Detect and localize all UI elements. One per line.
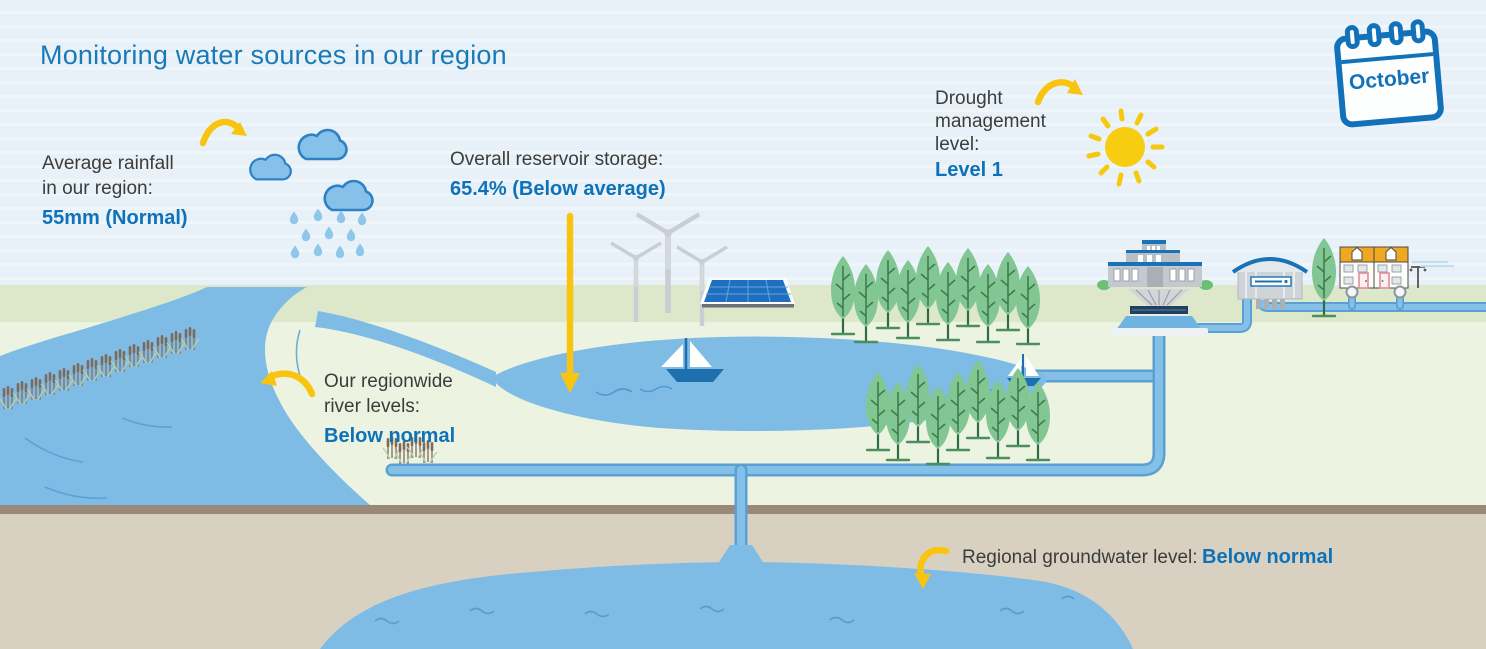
river-label: Our regionwide xyxy=(324,371,453,392)
groundwater-aquifer xyxy=(320,545,1133,649)
annotation-arrows xyxy=(199,79,1083,589)
calendar-icon: October xyxy=(1333,18,1445,129)
groundwater-arrow xyxy=(917,547,950,581)
river-callout: Our regionwide river levels: Below norma… xyxy=(324,371,456,447)
reservoir-callout: Overall reservoir storage: 65.4% (Below … xyxy=(450,147,666,202)
groundwater-callout: Regional groundwater level: Below normal xyxy=(962,545,1333,570)
houses xyxy=(1310,236,1454,318)
groundwater-value: Below normal xyxy=(1202,546,1334,568)
rain-cloud-icons xyxy=(249,128,374,259)
river-arrow xyxy=(266,370,316,398)
rainfall-arrow xyxy=(199,118,241,147)
calendar-ring xyxy=(1366,22,1383,48)
front-doors xyxy=(1358,272,1390,289)
solar-panel-icon xyxy=(700,278,795,308)
river-shape xyxy=(0,287,496,505)
rainfall-callout: Average rainfall in our region: 55mm (No… xyxy=(42,153,188,229)
drought-value: Level 1 xyxy=(935,159,1003,181)
calendar-month: October xyxy=(1348,64,1431,95)
calendar-ring xyxy=(1388,20,1405,46)
wind-turbine-icons xyxy=(611,214,727,326)
sailboat-large xyxy=(639,338,724,393)
street-lamp-icon xyxy=(1409,266,1427,288)
water-treatment-works xyxy=(1097,240,1213,336)
dormer-windows xyxy=(1351,246,1397,261)
drought-callout: Drought management level: Level 1 xyxy=(935,88,1046,181)
raindrops xyxy=(289,208,367,259)
sun-icon xyxy=(1086,108,1165,187)
water-company-building xyxy=(1231,257,1309,309)
reservoir-label: Overall reservoir storage: xyxy=(450,149,664,170)
calendar-ring xyxy=(1344,24,1361,50)
tree-cluster-upper xyxy=(829,244,1042,346)
calendar-ring xyxy=(1410,18,1427,44)
drought-arrow xyxy=(1034,79,1077,106)
calendar-divider xyxy=(1341,52,1434,65)
sky-background xyxy=(0,0,1486,285)
river-value: Below normal xyxy=(324,425,456,447)
water-company-sign xyxy=(1250,276,1292,287)
page-title: Monitoring water sources in our region xyxy=(40,40,507,70)
water-meters xyxy=(1345,285,1407,299)
reservoir-value: 65.4% (Below average) xyxy=(450,178,666,200)
drought-label: Drought xyxy=(935,88,1003,109)
groundwater-label: Regional groundwater level: xyxy=(962,547,1198,568)
rainfall-label: Average rainfall xyxy=(42,153,174,174)
rainfall-value: 55mm (Normal) xyxy=(42,207,188,229)
